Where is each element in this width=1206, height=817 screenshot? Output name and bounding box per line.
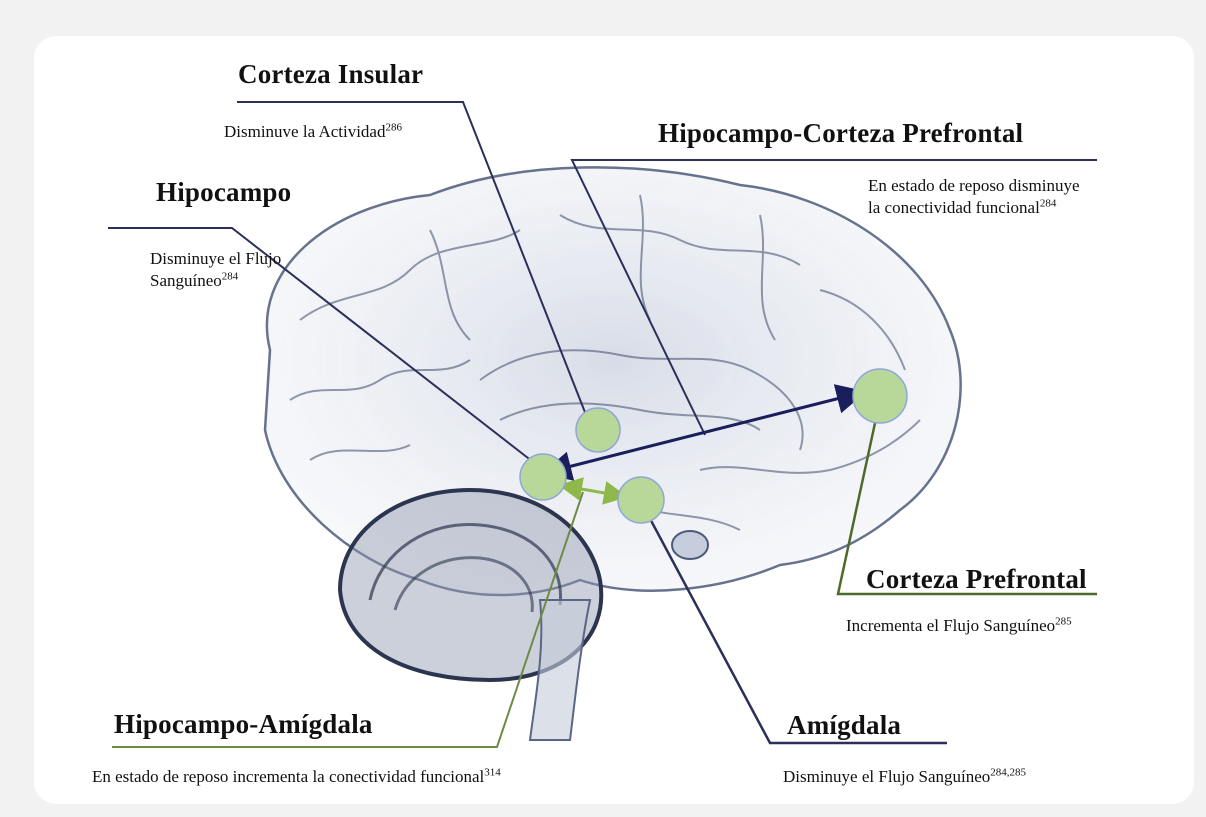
label-hipocampo-desc: Disminuye el Flujo Sanguíneo284 — [150, 248, 281, 292]
label-hipocampo-amigdala-desc: En estado de reposo incrementa la conect… — [92, 766, 501, 788]
label-corteza-prefrontal-title: Corteza Prefrontal — [866, 564, 1087, 595]
brain-diagram — [34, 36, 1194, 804]
figure-card: Corteza Insular Disminuve la Actividad28… — [34, 36, 1194, 804]
brain-illustration — [265, 167, 961, 740]
label-amigdala-title: Amígdala — [787, 710, 901, 741]
label-corteza-prefrontal-desc: Incrementa el Flujo Sanguíneo285 — [846, 615, 1072, 637]
label-amigdala-desc: Disminuye el Flujo Sanguíneo284,285 — [783, 766, 1026, 788]
label-corteza-insular-desc: Disminuve la Actividad286 — [224, 121, 402, 143]
region-corteza-insular — [576, 408, 620, 452]
region-amigdala — [618, 477, 664, 523]
label-hipocampo-amigdala-title: Hipocampo-Amígdala — [114, 709, 373, 740]
label-hipocampo-title: Hipocampo — [156, 177, 291, 208]
label-hipocampo-prefrontal-desc: En estado de reposo disminuye la conecti… — [868, 175, 1080, 219]
region-hipocampo — [520, 454, 566, 500]
region-corteza-prefrontal — [853, 369, 907, 423]
label-hipocampo-prefrontal-title: Hipocampo-Corteza Prefrontal — [658, 118, 1023, 149]
label-corteza-insular-title: Corteza Insular — [238, 59, 423, 90]
